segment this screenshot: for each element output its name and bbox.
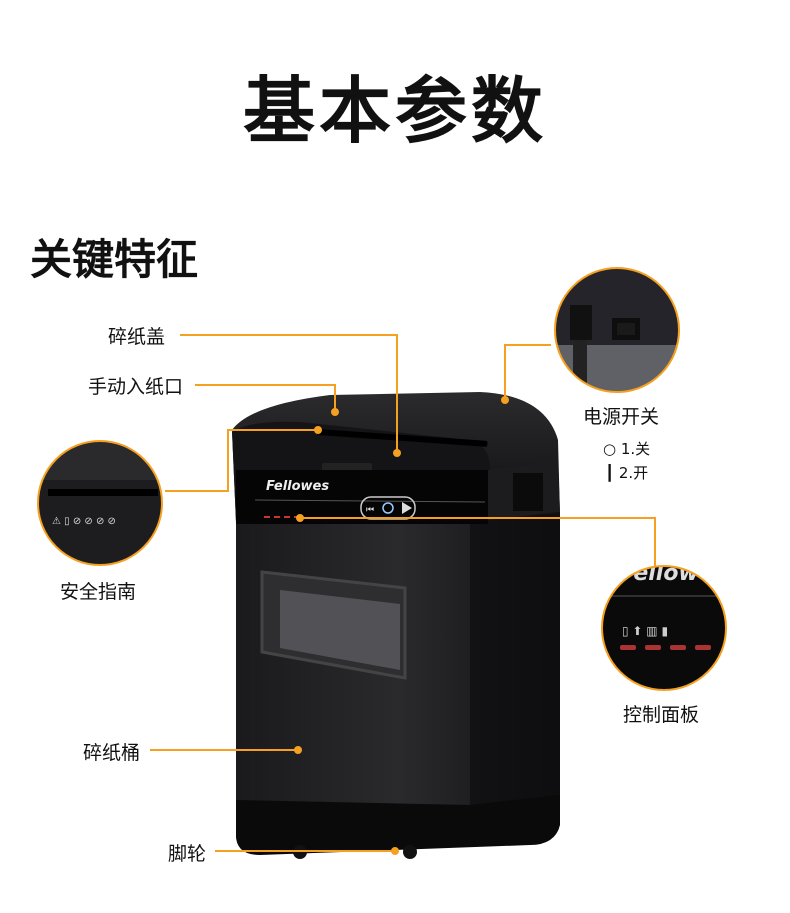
label-control-panel: 控制面板 — [623, 704, 700, 726]
label-manual-feed: 手动入纸口 — [88, 376, 184, 398]
power-off-symbol-icon: ○ — [603, 440, 621, 458]
reverse-icon: ⏮ — [366, 505, 374, 515]
label-casters: 脚轮 — [168, 843, 207, 865]
anchor-dots — [294, 396, 509, 855]
main-title: 基本参数 — [242, 69, 547, 153]
label-safety-guide: 安全指南 — [60, 581, 137, 603]
label-bin: 碎纸桶 — [83, 742, 141, 764]
power-switch-closeup — [554, 267, 680, 393]
label-lid: 碎纸盖 — [108, 326, 166, 348]
safety-guide-closeup: ⚠ ▯ ⊘ ⊘ ⊘ ⊘ — [37, 440, 163, 566]
svg-text:⚠ ▯ ⊘ ⊘ ⊘ ⊘: ⚠ ▯ ⊘ ⊘ ⊘ ⊘ — [52, 516, 116, 527]
brand-logo: Fellowes — [266, 479, 329, 494]
power-off-row: ○ 1.关 — [603, 440, 651, 458]
leader-lines — [150, 334, 656, 852]
forward-icon — [402, 502, 412, 514]
svg-text:▯ ⬆ ▥ ▮: ▯ ⬆ ▥ ▮ — [622, 624, 668, 638]
power-on-row: ┃ 2.开 — [605, 464, 649, 482]
section-title: 关键特征 — [30, 235, 199, 284]
label-power-switch: 电源开关 — [583, 406, 660, 428]
shredder-body: ⏮ — [232, 392, 560, 859]
power-icon — [382, 502, 394, 514]
power-on-symbol-icon: ┃ — [605, 464, 619, 482]
control-panel-closeup: Fellowe ▯ ⬆ ▥ ▮ — [601, 565, 727, 691]
